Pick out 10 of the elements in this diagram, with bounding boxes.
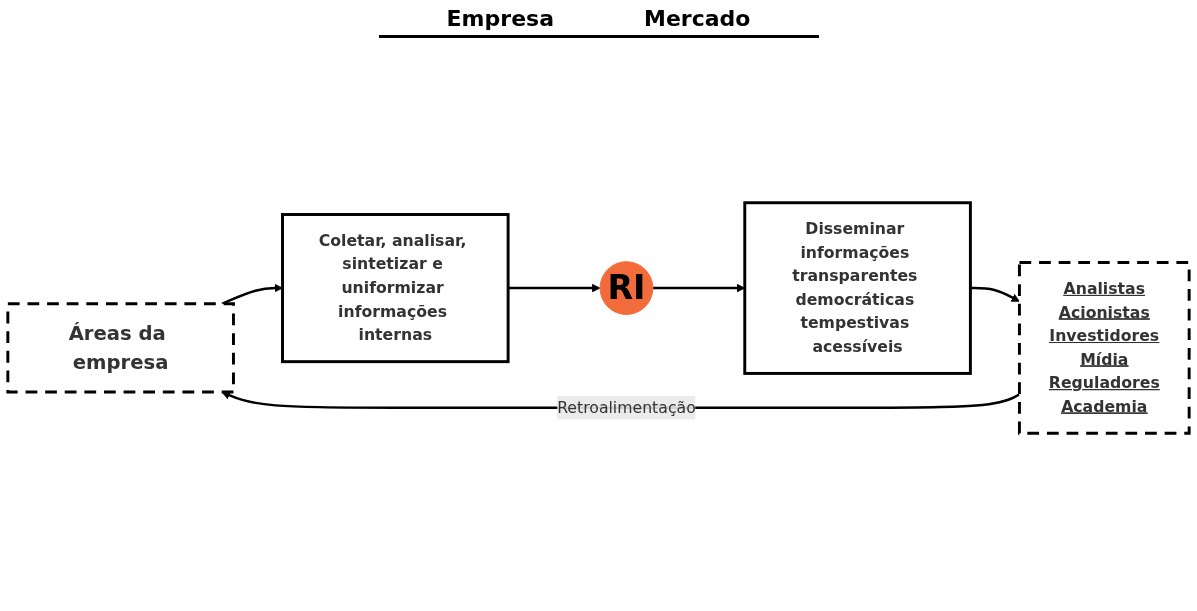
section-heading: Mercado [644,6,751,31]
edge-label: Retroalimentação [557,397,696,417]
arrow [508,283,601,293]
section-heading: Empresa [446,6,554,31]
node-box: Disseminar informações transparentes democráticas tempestivas acessíveis [743,201,972,375]
node-box: Áreas da empresa [6,302,235,394]
node-circle: RI [599,261,654,315]
node-box: Coletar, analisar, sintetizar e uniformizar informações internas [281,213,510,364]
node-box: Analistas Acionistas Investidores Mídia Reguladores Academia [1017,261,1191,435]
arrow [970,286,1020,302]
